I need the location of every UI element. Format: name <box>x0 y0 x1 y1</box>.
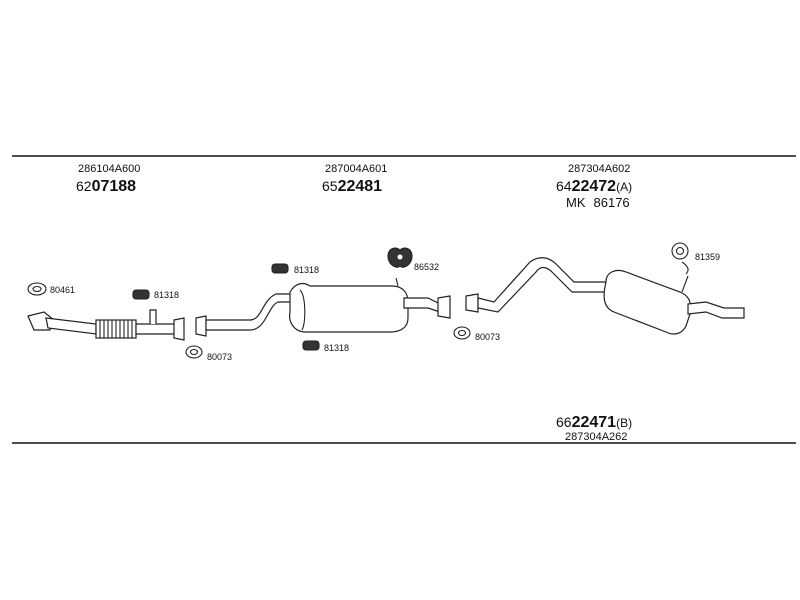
oem-number: 287304A262 <box>565 431 627 443</box>
section-header-front-pipe: 286104A600 6207188 <box>76 163 140 195</box>
hanger-81318-front: 81318 <box>132 289 179 300</box>
svg-text:80073: 80073 <box>207 352 232 362</box>
mount-86532: 86532 <box>387 247 439 287</box>
svg-text:86532: 86532 <box>414 262 439 272</box>
ring-81359: 81359 <box>671 242 720 275</box>
center-pipe-muffler <box>195 282 451 337</box>
part-number: 6622471(B) <box>556 414 632 431</box>
gasket-80073-center: 80073 <box>453 326 500 342</box>
svg-text:81318: 81318 <box>154 290 179 300</box>
svg-text:81318: 81318 <box>324 343 349 353</box>
svg-text:80461: 80461 <box>50 285 75 295</box>
oem-number: 286104A600 <box>78 163 140 175</box>
part-number: 6522481 <box>322 178 382 195</box>
svg-text:80073: 80073 <box>475 332 500 342</box>
part-number: 6207188 <box>76 178 136 195</box>
oem-number: 287304A602 <box>568 163 630 175</box>
svg-text:81359: 81359 <box>695 252 720 262</box>
hanger-81318-center-top: 81318 <box>271 263 319 275</box>
section-header-center-muffler: 287004A601 6522481 <box>322 163 387 195</box>
oem-number: 287004A601 <box>325 163 387 175</box>
hanger-81318-center-bottom: 81318 <box>302 340 349 353</box>
gasket-80073-front: 80073 <box>185 345 232 362</box>
svg-text:81318: 81318 <box>294 265 319 275</box>
part-number: 6422472(A) <box>556 178 632 195</box>
gasket-80461: 80461 <box>27 282 75 296</box>
rear-pipe-muffler <box>465 257 745 335</box>
front-pipe <box>27 309 185 341</box>
variant-label-b: 6622471(B) 287304A262 <box>556 414 632 443</box>
